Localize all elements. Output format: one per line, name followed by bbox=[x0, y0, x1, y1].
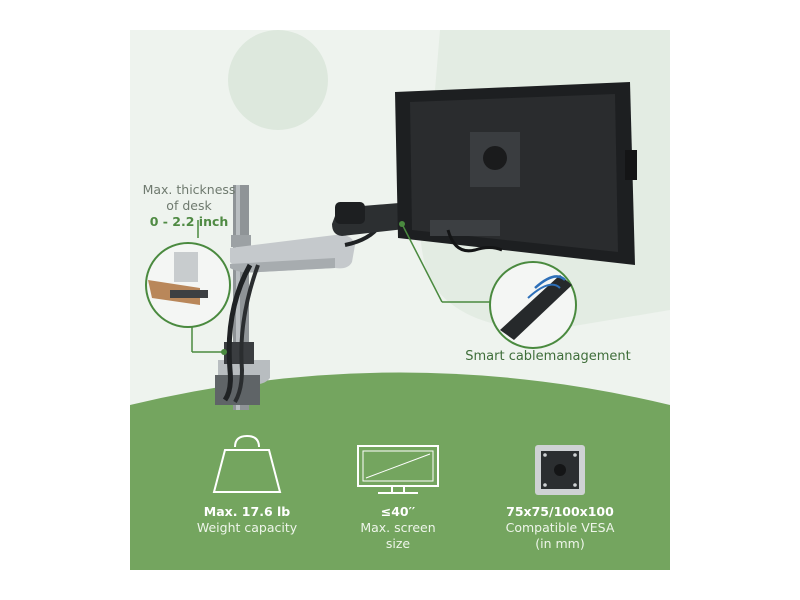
desk-callout bbox=[145, 242, 231, 328]
feature-vesa: 75x75/100x100 Compatible VESA (in mm) bbox=[485, 504, 635, 552]
green-area bbox=[130, 372, 670, 570]
feature-vesa-value: 75x75/100x100 bbox=[506, 504, 614, 519]
desk-thickness-range: 0 - 2.2 inch bbox=[149, 214, 229, 229]
vesa-plate-icon bbox=[535, 445, 585, 495]
feature-weight: Max. 17.6 lb Weight capacity bbox=[172, 504, 322, 536]
product-panel: Max. thickness of desk 0 - 2.2 inch Smar… bbox=[130, 30, 670, 570]
feature-weight-value: Max. 17.6 lb bbox=[203, 504, 291, 519]
cable-management-label: Smart cablemanagement bbox=[465, 349, 631, 364]
bg-circle bbox=[228, 30, 328, 130]
desk-thickness-line1: Max. thickness bbox=[142, 182, 236, 197]
screen-size-icon bbox=[357, 445, 439, 494]
weight-icon bbox=[212, 434, 282, 493]
desk-thickness-line2: of desk bbox=[166, 198, 212, 213]
feature-screen-value: ≤40′′ bbox=[380, 504, 416, 519]
feature-screen-desc2: size bbox=[385, 536, 411, 551]
feature-weight-desc: Weight capacity bbox=[196, 520, 298, 535]
feature-vesa-desc2: (in mm) bbox=[535, 536, 585, 551]
product-illustration bbox=[130, 30, 670, 570]
desk-thickness-label: Max. thickness of desk 0 - 2.2 inch bbox=[130, 182, 248, 230]
feature-vesa-desc1: Compatible VESA bbox=[505, 520, 615, 535]
feature-screen: ≤40′′ Max. screen size bbox=[323, 504, 473, 552]
feature-screen-desc1: Max. screen bbox=[360, 520, 436, 535]
